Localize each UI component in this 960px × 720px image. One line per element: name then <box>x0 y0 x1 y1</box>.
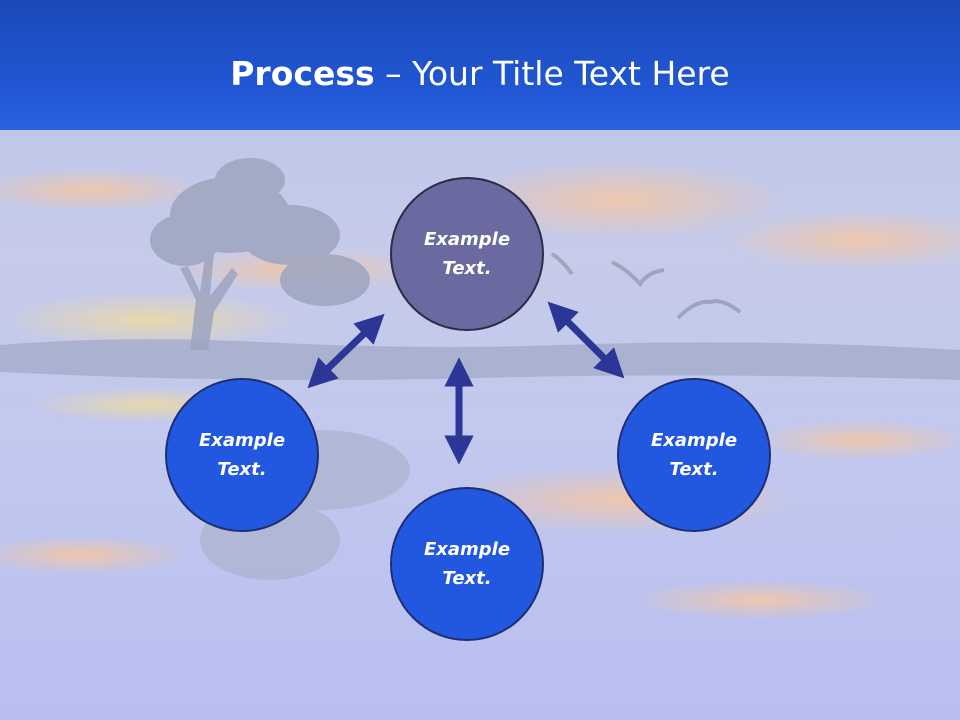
node-left-line1: Example <box>198 430 286 451</box>
node-bottom-line2: Text. <box>442 568 492 589</box>
node-right-line1: Example <box>650 430 738 451</box>
node-left-line2: Text. <box>217 459 267 480</box>
title-rest-text: – Your Title Text Here <box>374 54 730 93</box>
title-bold-word: Process <box>230 54 375 93</box>
node-top-line1: Example <box>423 229 511 250</box>
process-node-top: Example Text. <box>390 177 544 331</box>
node-right-line2: Text. <box>669 459 719 480</box>
process-node-right: Example Text. <box>617 378 771 532</box>
process-node-left: Example Text. <box>165 378 319 532</box>
node-bottom-line1: Example <box>423 539 511 560</box>
title-bar <box>0 0 960 130</box>
node-top-line2: Text. <box>442 258 492 279</box>
slide-title: Process – Your Title Text Here <box>0 52 960 96</box>
process-node-bottom: Example Text. <box>390 487 544 641</box>
